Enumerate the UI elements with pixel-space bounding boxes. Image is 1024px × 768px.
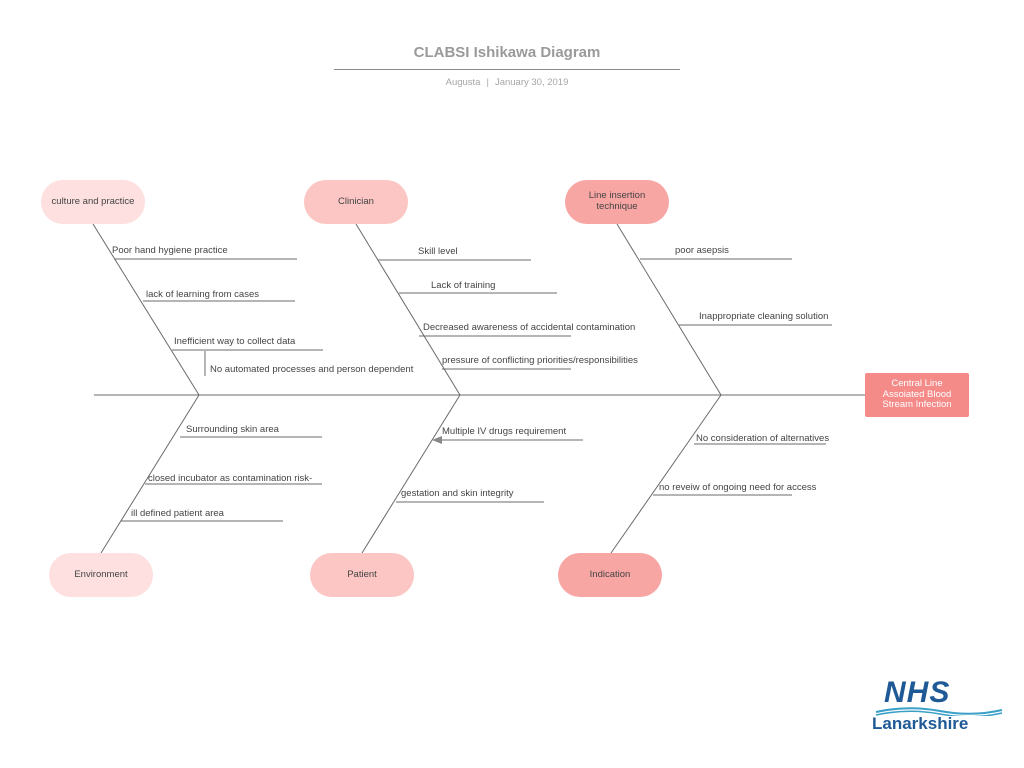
author-name: Augusta — [445, 77, 481, 88]
bone-culture — [92, 223, 200, 396]
bone-clinician — [355, 223, 461, 396]
title-divider — [334, 69, 680, 70]
category-culture-and-practice: culture and practice — [41, 180, 145, 224]
cause-skill-level: Skill level — [418, 246, 458, 257]
diagram-subtitle: Augusta | January 30, 2019 — [334, 77, 680, 88]
cause-poor-asepsis: poor asepsis — [675, 245, 729, 256]
cause-lack-of-training: Lack of training — [431, 280, 496, 291]
cause-no-review-ongoing-need: no reveiw of ongoing need for access — [659, 482, 817, 493]
bone-environment — [100, 394, 200, 554]
effect-box: Central Line Assoiated Blood Stream Infe… — [865, 373, 969, 417]
cause-decreased-awareness: Decreased awareness of accidental contam… — [423, 322, 636, 333]
diagram-title: CLABSI Ishikawa Diagram — [413, 44, 601, 61]
category-patient: Patient — [310, 553, 414, 597]
cause-closed-incubator: closed incubator as contamination risk- — [148, 473, 313, 484]
cause-no-consideration-alternatives: No consideration of alternatives — [696, 433, 830, 444]
category-indication: Indication — [558, 553, 662, 597]
cause-gestation-skin-integrity: gestation and skin integrity — [401, 488, 514, 499]
arrow-head — [432, 436, 442, 444]
cause-surrounding-skin: Surrounding skin area — [186, 424, 279, 435]
cause-inappropriate-cleaning: Inappropriate cleaning solution — [699, 311, 829, 322]
category-line-insertion-technique: Line insertion technique — [565, 180, 669, 224]
diagram-date: January 30, 2019 — [494, 77, 569, 88]
subtitle-separator: | — [486, 77, 489, 88]
bone-indication — [610, 394, 722, 554]
cause-inefficient-data-collection: Inefficient way to collect data — [174, 336, 296, 347]
cause-conflicting-priorities: pressure of conflicting priorities/respo… — [442, 355, 638, 366]
cause-no-automated-processes: No automated processes and person depend… — [210, 364, 414, 375]
logo-organisation: Lanarkshire — [872, 714, 969, 733]
cause-multiple-iv-drugs: Multiple IV drugs requirement — [442, 426, 567, 437]
cause-ill-defined-area: ill defined patient area — [131, 508, 224, 519]
category-environment: Environment — [49, 553, 153, 597]
logo-brand: NHS — [884, 676, 951, 709]
bone-line-insertion — [616, 223, 722, 396]
cause-poor-hand-hygiene: Poor hand hygiene practice — [112, 245, 228, 256]
logo-wave-icon — [875, 707, 1003, 716]
category-clinician: Clinician — [304, 180, 408, 224]
cause-lack-of-learning: lack of learning from cases — [146, 289, 259, 300]
nhs-lanarkshire-logo: NHS Lanarkshire — [868, 676, 1008, 738]
bone-patient — [361, 394, 461, 554]
